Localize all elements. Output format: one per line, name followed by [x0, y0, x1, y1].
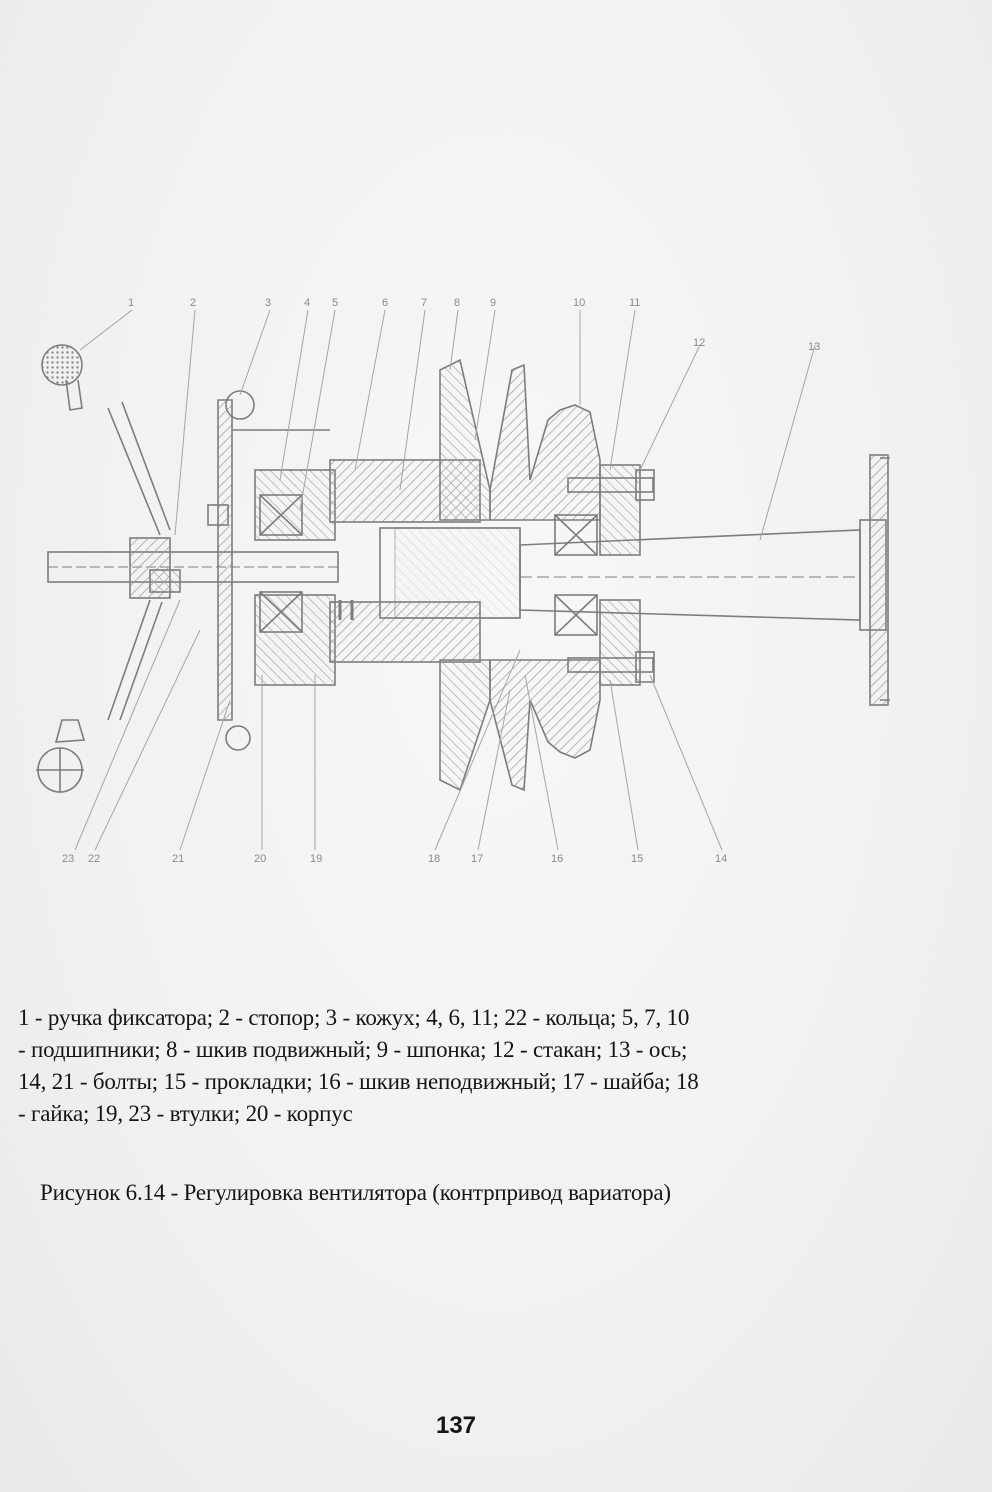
callout-4: 4	[304, 297, 310, 309]
leader-lines	[74, 309, 816, 851]
callout-15: 15	[631, 853, 643, 865]
callout-9: 9	[490, 297, 496, 309]
callout-22: 22	[88, 853, 100, 865]
legend-line: 1 - ручка фиксатора; 2 - стопор; 3 - кож…	[18, 1005, 690, 1030]
callout-21: 21	[172, 853, 184, 865]
figure-legend: 1 - ручка фиксатора; 2 - стопор; 3 - кож…	[18, 1002, 938, 1130]
callout-17: 17	[471, 853, 483, 865]
callout-11: 11	[629, 297, 640, 309]
callout-3: 3	[265, 297, 271, 309]
movable-pulley	[439, 358, 491, 521]
handle-knob	[41, 344, 83, 386]
callout-5: 5	[332, 297, 338, 309]
callout-13: 13	[808, 341, 820, 353]
callout-18: 18	[428, 853, 440, 865]
callout-14: 14	[715, 853, 727, 865]
callout-numbers: 1 2 3 4 5 6 7 8 9 10 11 12 13 23 22 21 2…	[62, 297, 820, 865]
callout-19: 19	[310, 853, 322, 865]
technical-drawing: 1 2 3 4 5 6 7 8 9 10 11 12 13 23 22 21 2…	[36, 297, 890, 865]
figure-caption: Рисунок 6.14 - Регулировка вентилятора (…	[40, 1180, 671, 1205]
fixed-pulley	[489, 363, 601, 521]
axle	[519, 529, 861, 621]
callout-12: 12	[693, 337, 705, 349]
callout-16: 16	[551, 853, 563, 865]
callout-20: 20	[254, 853, 266, 865]
callout-23: 23	[62, 853, 74, 865]
legend-line: - гайка; 19, 23 - втулки; 20 - корпус	[18, 1101, 353, 1126]
assembly-linework	[36, 344, 890, 793]
page-number: 137	[435, 1412, 477, 1439]
callout-6: 6	[382, 297, 388, 309]
callout-1: 1	[128, 297, 134, 309]
callout-7: 7	[421, 297, 427, 309]
legend-line: 14, 21 - болты; 15 - прокладки; 16 - шки…	[18, 1069, 699, 1094]
legend-line: - подшипники; 8 - шкив подвижный; 9 - шп…	[18, 1037, 688, 1062]
callout-8: 8	[454, 297, 460, 309]
callout-10: 10	[573, 297, 585, 309]
callout-2: 2	[190, 297, 196, 309]
